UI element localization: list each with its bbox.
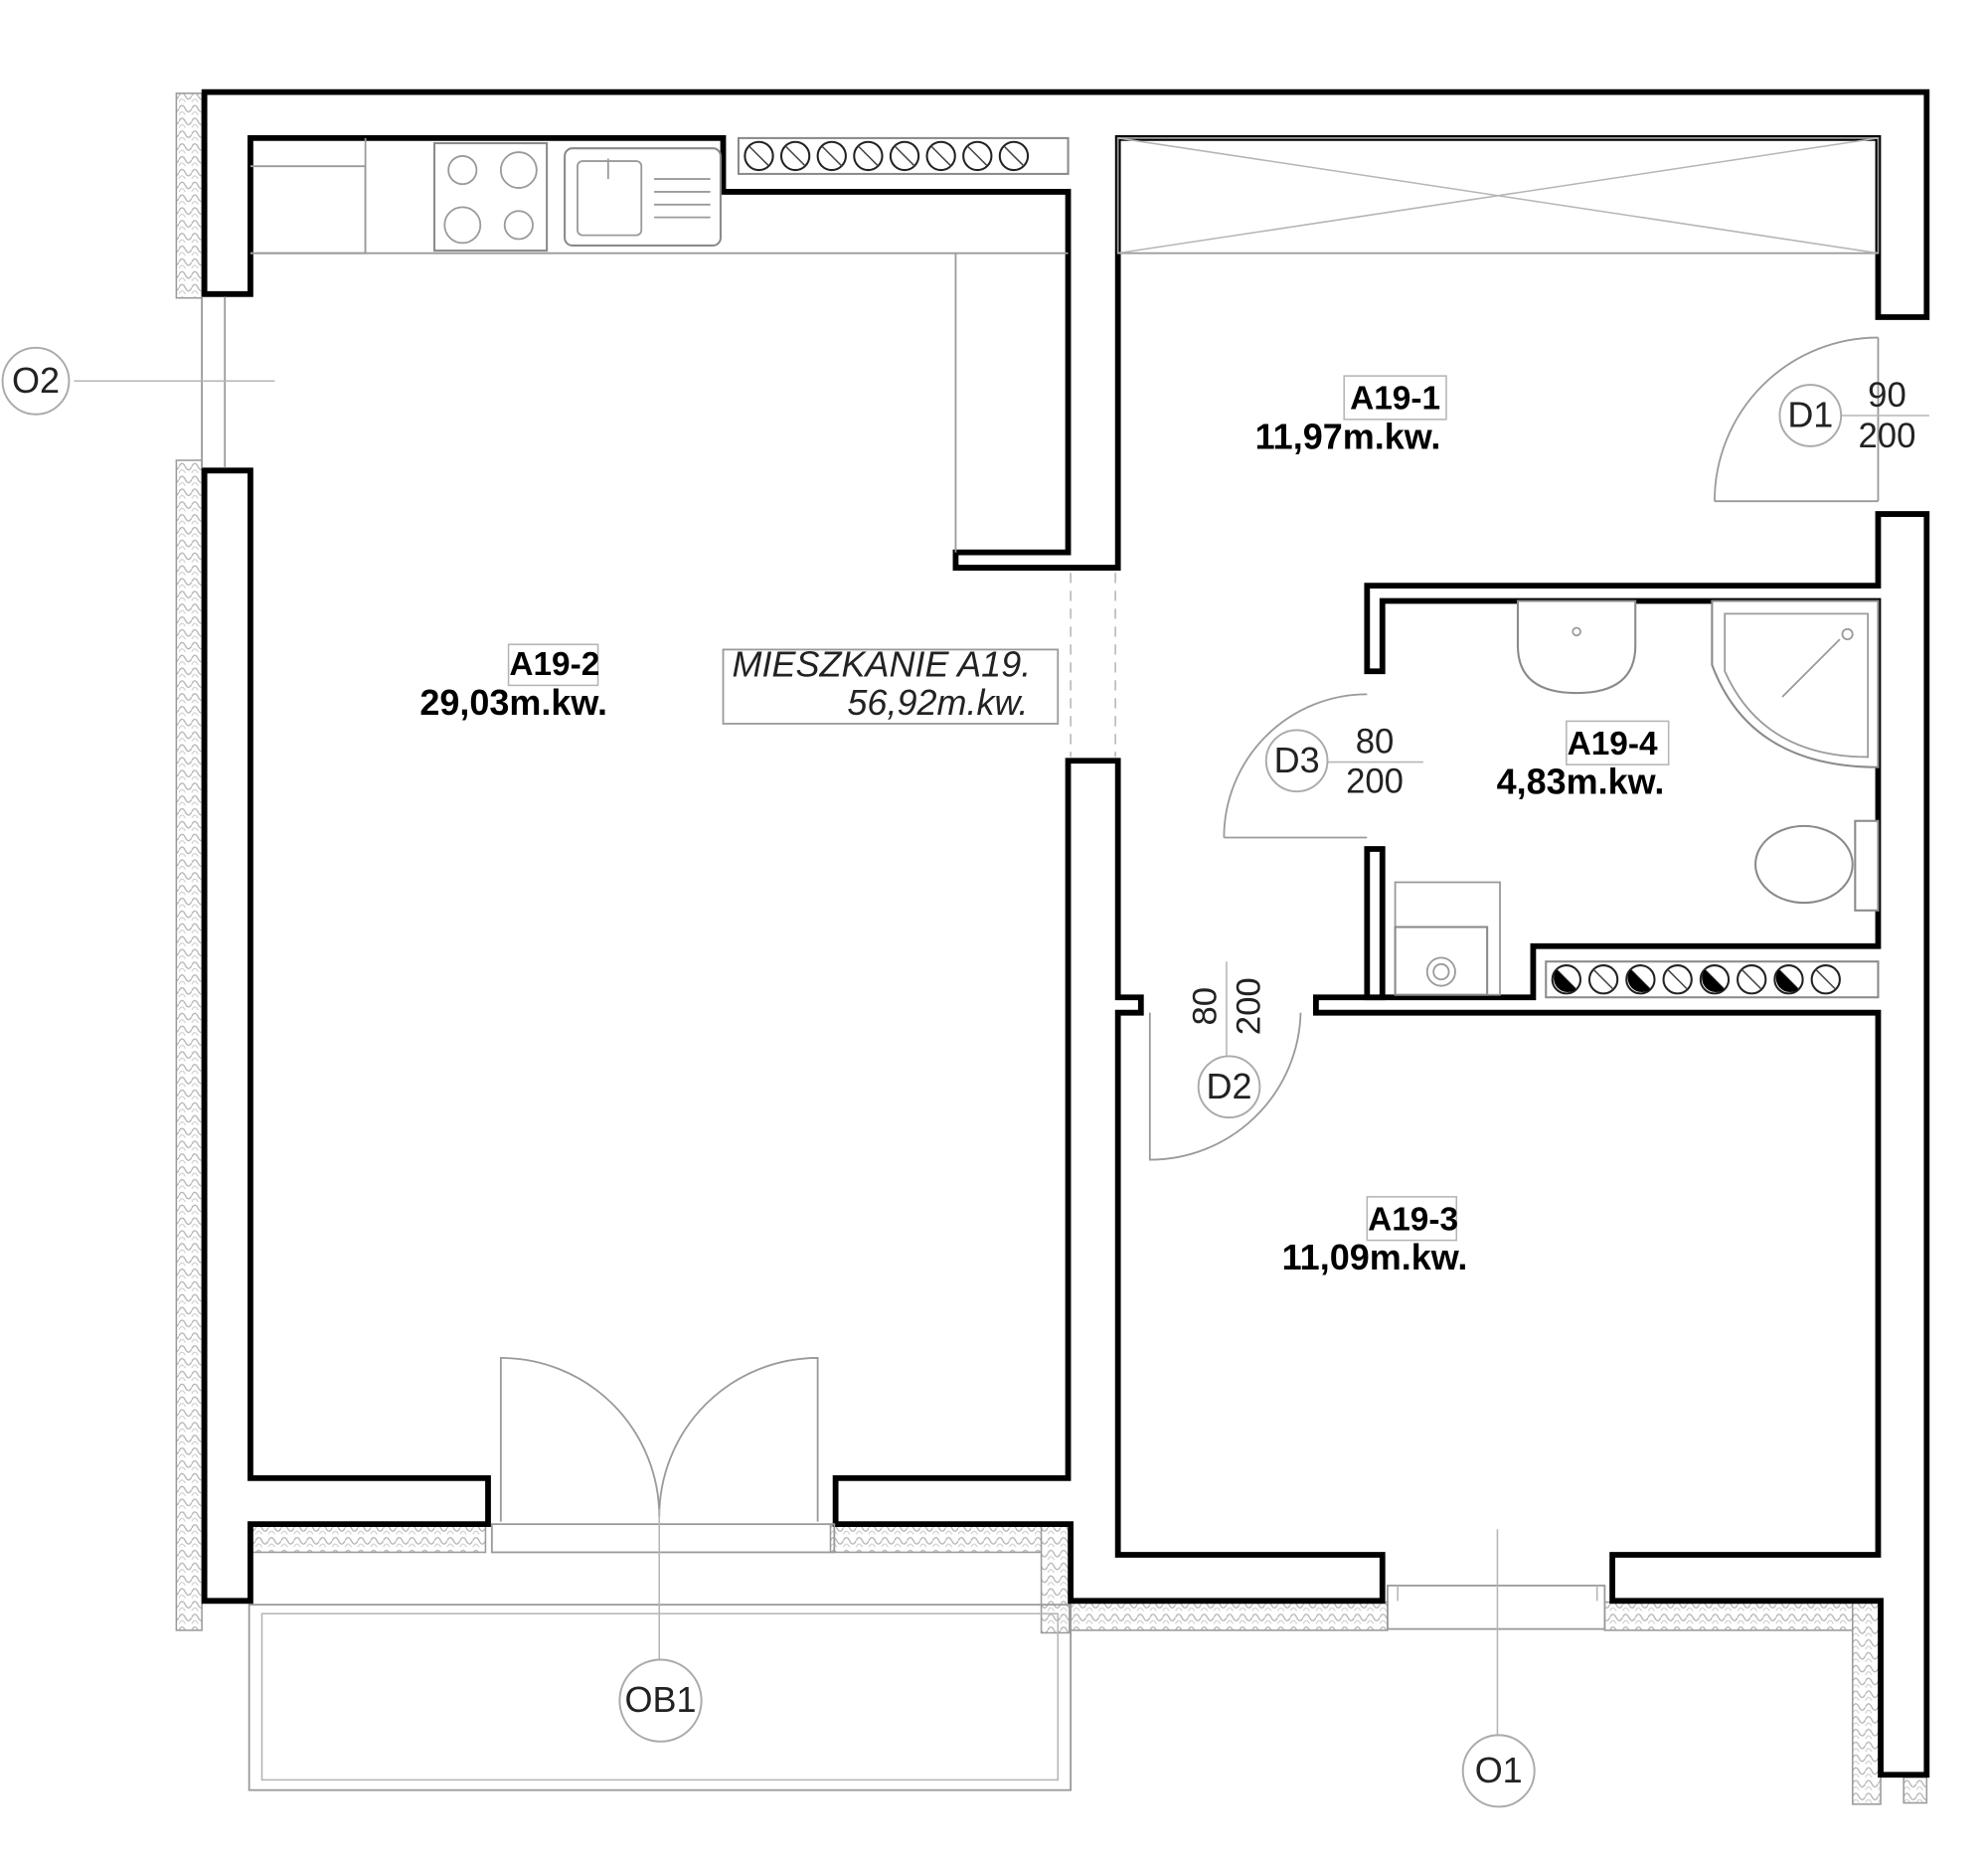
- vent-duct-fill: [1627, 969, 1651, 992]
- vent-duct-mark: [857, 145, 879, 167]
- door-d1-width: 90: [1868, 377, 1906, 415]
- vent-duct-mark: [894, 145, 915, 167]
- vent-duct-mark: [1592, 968, 1614, 990]
- wardrobe: [1116, 137, 1880, 254]
- door-d2-swing: [1148, 1012, 1302, 1161]
- window-ob1-tag: OB1: [625, 1679, 697, 1720]
- door-d1-height: 200: [1859, 418, 1916, 455]
- door-d3-height: 200: [1346, 762, 1404, 800]
- room-label-boxes: [507, 375, 1670, 1242]
- door-d2-width: 80: [1187, 987, 1225, 1026]
- room-a19-1-area: 11,97m.kw.: [1255, 416, 1441, 456]
- bathroom-fixtures: [1394, 599, 1880, 996]
- room-a19-4-code: A19-4: [1568, 726, 1658, 762]
- vent-duct-mark: [1003, 145, 1025, 167]
- door-d3-swing: [1223, 693, 1368, 839]
- vent-duct-fill: [1775, 969, 1799, 992]
- door-d1-tag: D1: [1787, 395, 1833, 435]
- vent-duct-mark: [1815, 968, 1837, 990]
- room-a19-4-area: 4,83m.kw.: [1497, 762, 1665, 802]
- vent-duct-mark: [784, 145, 806, 167]
- walls: [201, 88, 1930, 1778]
- kitchen: [249, 137, 1069, 553]
- apartment-name: MIESZKANIE A19.: [733, 643, 1032, 684]
- opening-hall: [1070, 573, 1116, 758]
- window-ob1: [490, 1357, 836, 1663]
- dimension-lines: [1226, 415, 1929, 1065]
- room-a19-3-code: A19-3: [1368, 1201, 1458, 1238]
- door-d3-tag: D3: [1274, 740, 1320, 780]
- room-a19-3-area: 11,09m.kw.: [1282, 1237, 1468, 1277]
- vent-duct-mark: [748, 145, 769, 167]
- room-a19-2-area: 29,03m.kw.: [419, 682, 607, 723]
- vent-circles-top: [744, 140, 1030, 172]
- vent-duct-fill: [1554, 969, 1576, 992]
- window-o2-tag: O2: [12, 360, 60, 401]
- vent-duct-mark: [821, 145, 843, 167]
- vent-duct-mark: [930, 145, 952, 167]
- vent-duct-fill: [1702, 969, 1725, 992]
- door-d3-width: 80: [1356, 724, 1395, 762]
- room-a19-2-code: A19-2: [509, 646, 599, 683]
- vent-duct-mark: [966, 145, 988, 167]
- window-o1-tag: O1: [1475, 1750, 1523, 1790]
- tag-circles: [1, 346, 1843, 1808]
- door-d2-tag: D2: [1206, 1066, 1251, 1106]
- door-d2-height: 200: [1230, 977, 1267, 1035]
- door-d1-swing: [1714, 336, 1880, 503]
- apartment-area: 56,92m.kw.: [847, 682, 1028, 723]
- vent-duct-mark: [1740, 968, 1762, 990]
- apartment-label-box: [722, 648, 1060, 725]
- vent-circles-bath: [1551, 964, 1841, 995]
- room-a19-1-code: A19-1: [1350, 381, 1440, 418]
- window-o1: [1386, 1529, 1606, 1740]
- window-o2: [74, 296, 275, 468]
- vent-duct-mark: [1667, 968, 1689, 990]
